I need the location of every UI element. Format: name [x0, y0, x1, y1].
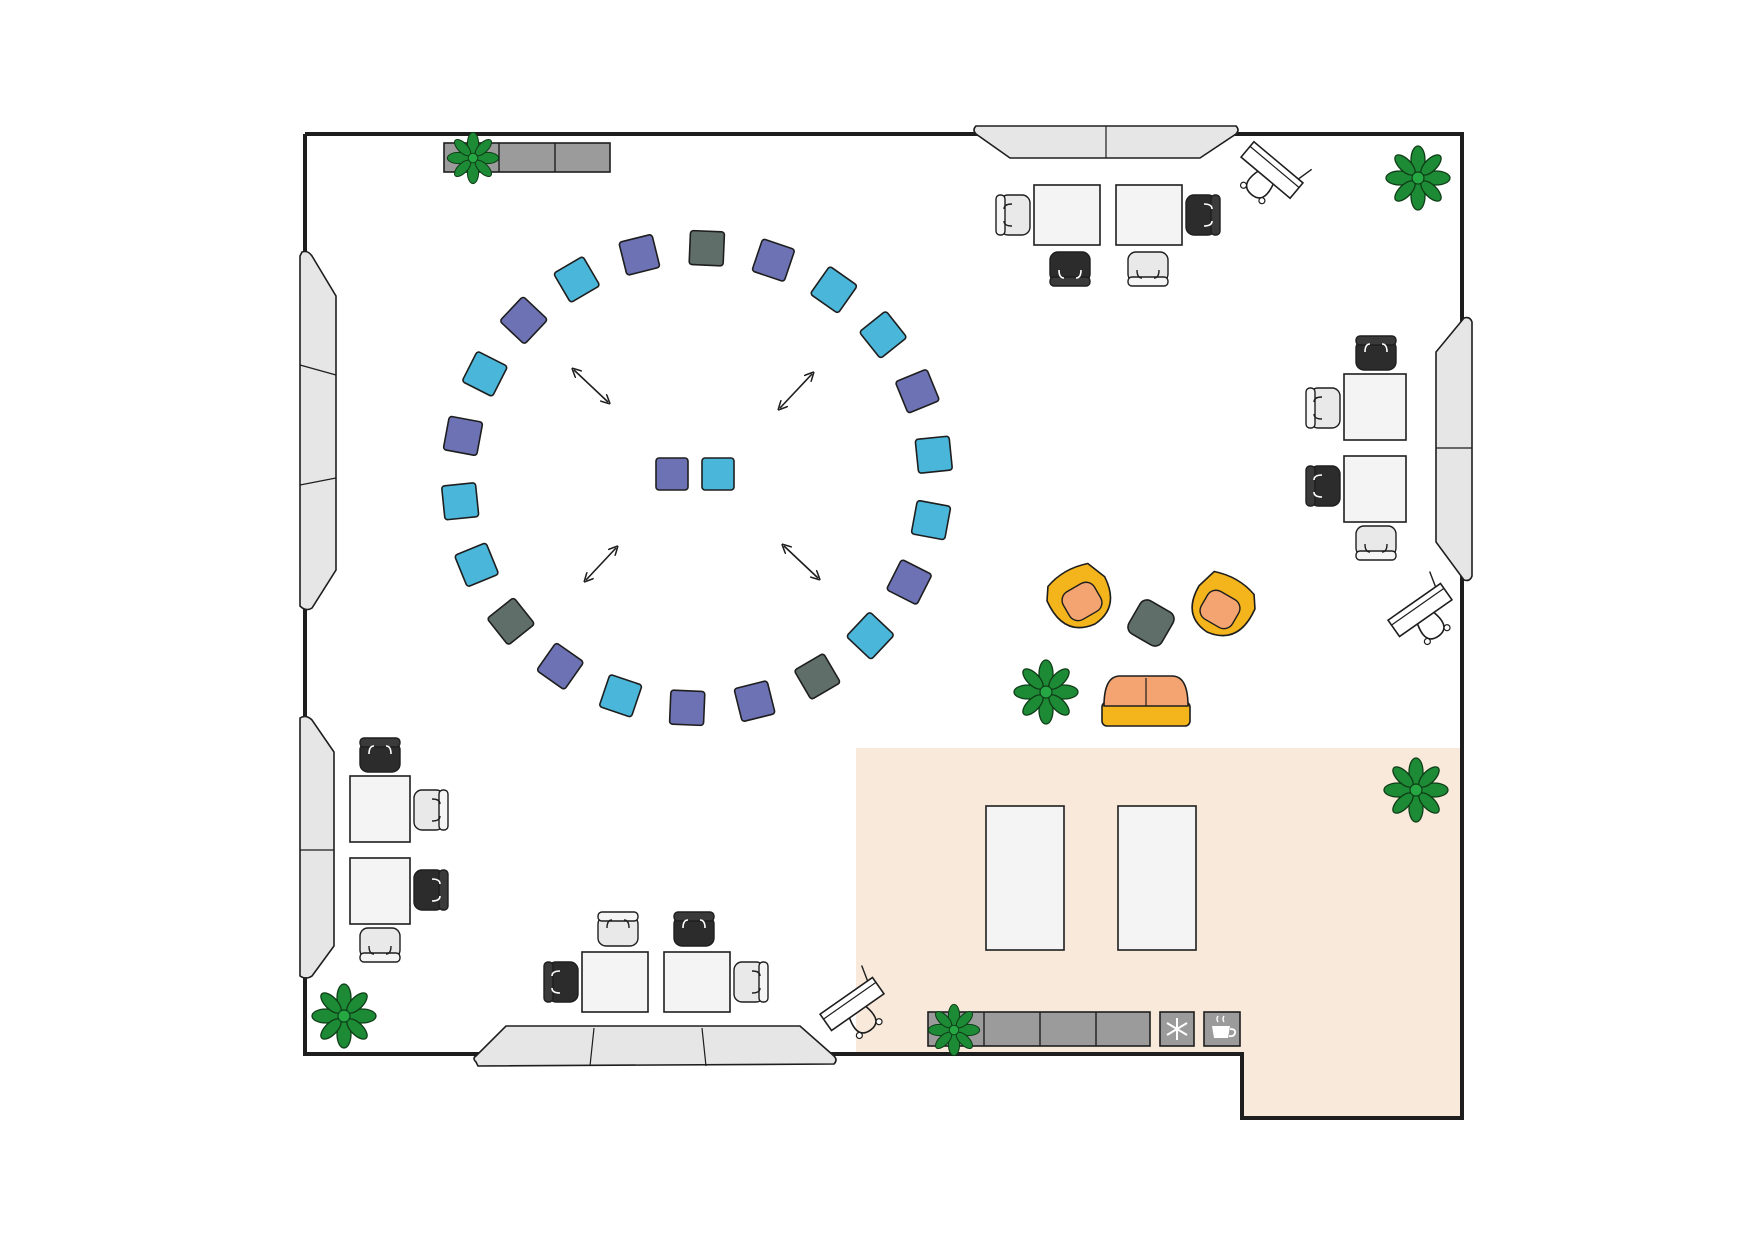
stool	[487, 597, 535, 645]
visitor-chair-icon	[1355, 525, 1397, 561]
stool	[599, 674, 643, 718]
visitor-chair-icon	[1305, 387, 1341, 429]
desk-cluster-bottom	[543, 911, 769, 1013]
plant-icon	[927, 1003, 981, 1057]
move-arrow-icon	[784, 546, 818, 578]
whiteboard-top	[973, 125, 1239, 159]
stool	[454, 542, 499, 587]
stool	[500, 296, 548, 344]
office-chair-icon	[359, 737, 401, 773]
move-arrows	[574, 370, 818, 580]
room-walls	[303, 132, 1464, 1120]
office-chair-icon	[1305, 465, 1341, 507]
stool	[668, 689, 706, 727]
visitor-chair-icon	[733, 961, 769, 1003]
projector-icon	[1225, 128, 1315, 217]
stool	[553, 256, 600, 303]
move-arrow-icon	[780, 374, 812, 408]
lounge-stool	[1127, 599, 1175, 647]
plant-icon	[1383, 757, 1449, 823]
desk-cluster-top	[995, 184, 1221, 287]
desk-cluster-right	[1305, 335, 1407, 561]
stool-circle	[441, 229, 953, 727]
stool	[733, 680, 776, 722]
office-chair-icon	[1185, 194, 1221, 236]
desk-cluster-left	[349, 737, 449, 963]
stool	[536, 642, 584, 690]
coffee-icon	[1203, 1011, 1241, 1047]
whiteboard-bottom	[473, 1025, 837, 1067]
stool	[441, 482, 480, 521]
office-chair-icon	[673, 911, 715, 947]
plant-icon	[1013, 659, 1079, 725]
office-chair-icon	[413, 869, 449, 911]
move-arrow-icon	[586, 548, 616, 580]
visitor-chair-icon	[597, 911, 639, 947]
plant-icon	[1385, 145, 1451, 211]
stool	[859, 311, 907, 359]
whiteboard-left-lower	[299, 715, 335, 979]
move-arrow-icon	[574, 370, 608, 402]
lounge-area	[1046, 562, 1256, 727]
lounge-sofa	[1101, 675, 1191, 727]
stool	[655, 457, 689, 491]
stool	[462, 351, 508, 397]
stool	[886, 559, 932, 605]
stool	[618, 234, 661, 276]
stool	[914, 435, 953, 474]
stool	[794, 653, 841, 700]
office-chair-icon	[1049, 251, 1091, 287]
visitor-chair-icon	[995, 194, 1031, 236]
freezer-icon	[1159, 1011, 1195, 1047]
office-chair-icon	[1355, 335, 1397, 371]
stool	[688, 229, 726, 267]
lounge-chair	[1046, 562, 1112, 629]
office-chair-icon	[543, 961, 579, 1003]
whiteboard-right	[1435, 316, 1473, 582]
projector-icon	[1378, 569, 1466, 657]
stool	[810, 266, 858, 314]
stool	[910, 499, 952, 541]
center-stools	[655, 457, 735, 491]
plant-icon	[446, 131, 500, 185]
visitor-chair-icon	[359, 927, 401, 963]
stool	[751, 238, 795, 282]
whiteboard-left	[299, 250, 337, 611]
stool	[846, 612, 894, 660]
lounge-chair	[1191, 570, 1256, 637]
stool	[701, 457, 735, 491]
stool	[442, 415, 484, 457]
visitor-chair-icon	[1127, 251, 1169, 287]
visitor-chair-icon	[413, 789, 449, 831]
plant-icon	[311, 983, 377, 1049]
kitchen-tables	[985, 805, 1197, 951]
stool	[895, 369, 940, 414]
